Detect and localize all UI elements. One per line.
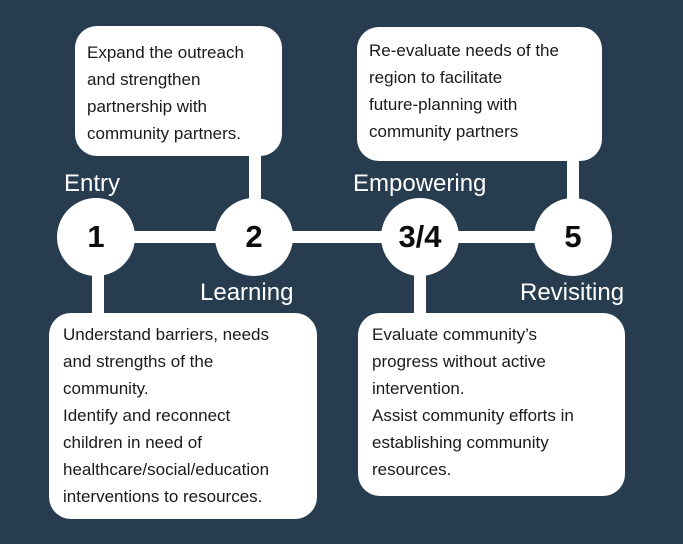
box-line: Evaluate community’s — [372, 325, 538, 344]
stage-number: 2 — [245, 219, 263, 254]
box-line: healthcare/social/education — [63, 460, 270, 479]
box-line: children in need of — [63, 433, 202, 452]
stage-label-learning: Learning — [200, 279, 294, 306]
connector-stage1-box — [92, 270, 104, 315]
box-line: and strengthen — [87, 70, 201, 89]
stage-label-entry: Entry — [64, 170, 121, 197]
stage-node-1: 1 — [57, 198, 135, 276]
stage-label-revisiting: Revisiting — [520, 279, 625, 306]
box-line: community partners. — [87, 124, 241, 143]
connector-stage5-box — [567, 155, 579, 200]
stage34-description-box: Evaluate community’s progress without ac… — [358, 313, 625, 496]
box-line: intervention. — [372, 379, 465, 398]
timeline-connector — [96, 231, 576, 243]
stage-node-3-4: 3/4 — [381, 198, 459, 276]
stage-node-2: 2 — [215, 198, 293, 276]
box-line: region to facilitate — [369, 68, 503, 87]
box-line: Re-evaluate needs of the — [369, 41, 559, 60]
stage1-description-box: Understand barriers, needs and strengths… — [49, 313, 317, 519]
box-line: partnership with — [87, 97, 208, 116]
box-line: Understand barriers, needs — [63, 325, 270, 344]
stage-node-5: 5 — [534, 198, 612, 276]
box-line: establishing community — [372, 433, 549, 452]
stage-label-empowering: Empowering — [353, 170, 487, 197]
box-line: Expand the outreach — [87, 43, 244, 62]
stage5-description-box: Re-evaluate needs of the region to facil… — [357, 27, 602, 161]
box-line: and strengths of the — [63, 352, 214, 371]
stage-number: 5 — [564, 219, 582, 254]
box-line: Identify and reconnect — [63, 406, 231, 425]
stage2-description-box: Expand the outreach and strengthen partn… — [75, 26, 282, 156]
box-line: community partners — [369, 122, 519, 141]
box-line: progress without active — [372, 352, 546, 371]
stage-number: 3/4 — [398, 219, 442, 254]
connector-stage34-box — [414, 270, 426, 315]
box-line: community. — [63, 379, 149, 398]
stage-number: 1 — [87, 219, 105, 254]
box-line: future-planning with — [369, 95, 518, 114]
box-line: Assist community efforts in — [372, 406, 574, 425]
box-line: resources. — [372, 460, 452, 479]
connector-stage2-box — [249, 140, 261, 200]
box-line: interventions to resources. — [63, 487, 263, 506]
